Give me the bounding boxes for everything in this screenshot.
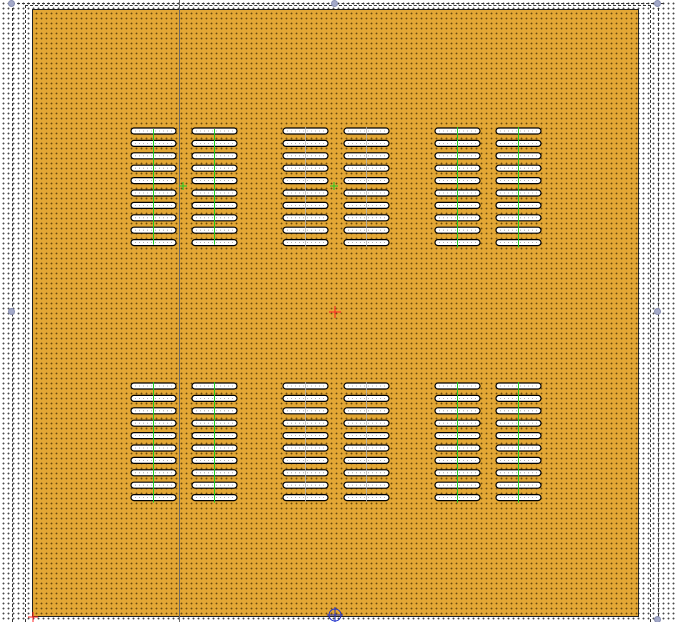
corner-marker-icon (28, 612, 38, 622)
vertical-guide-line[interactable] (179, 0, 180, 622)
selection-frame-right-inner (650, 5, 651, 622)
origin-crosshair-icon[interactable] (329, 306, 341, 318)
resize-handle-icon[interactable] (8, 0, 15, 7)
group-center-icon (179, 182, 187, 190)
group-center-icon (330, 182, 338, 190)
anchor-target-icon[interactable] (327, 607, 343, 622)
resize-handle-icon[interactable] (654, 616, 661, 622)
resize-handle-icon[interactable] (654, 0, 661, 7)
resize-handle-icon[interactable] (331, 0, 338, 7)
selection-frame-left-inner (25, 5, 26, 622)
selection-frame-top-inner (25, 5, 651, 6)
resize-handle-icon[interactable] (8, 308, 15, 315)
resize-handle-icon[interactable] (654, 308, 661, 315)
selection-frame-top-outer (12, 3, 664, 4)
